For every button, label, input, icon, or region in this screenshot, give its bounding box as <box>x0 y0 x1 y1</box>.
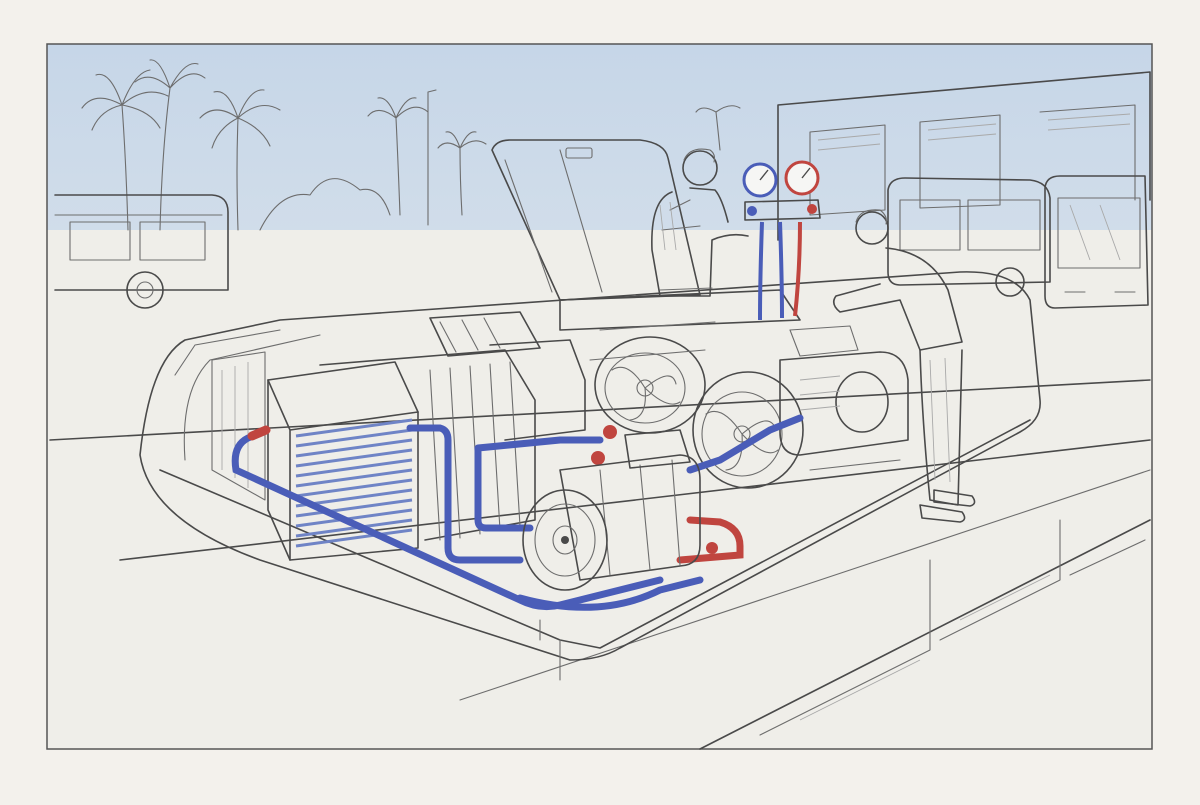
palm-trees <box>81 59 741 231</box>
condenser-coil <box>211 351 419 561</box>
bus-roof <box>49 379 1151 750</box>
street-lamp <box>427 89 437 226</box>
service-port <box>706 542 718 554</box>
technician-with-gauges <box>651 148 749 297</box>
coil-fins <box>295 418 413 548</box>
technician-leaning <box>832 209 976 523</box>
service-port <box>603 425 617 439</box>
blower-fans <box>589 321 804 489</box>
palm-tree-icon <box>437 131 487 216</box>
palm-tree-icon <box>199 89 281 231</box>
frame-border <box>46 43 1153 750</box>
compressor-icon <box>522 429 701 591</box>
open-hatch-lid <box>491 139 801 331</box>
blower-motor <box>779 325 909 471</box>
palm-tree-icon <box>134 59 206 231</box>
ac-unit-shell <box>139 271 1041 681</box>
fan-icon <box>692 371 804 489</box>
manifold-gauge-set <box>742 160 821 321</box>
bus-icon <box>54 194 229 309</box>
bus-icon <box>887 177 1051 297</box>
palm-tree-icon <box>367 97 429 216</box>
bus-icon <box>1044 175 1149 309</box>
gauge-icon <box>784 160 820 196</box>
ground <box>47 230 1152 749</box>
service-port <box>591 451 605 465</box>
gauge-icon <box>742 162 778 198</box>
palm-tree-icon <box>695 105 741 151</box>
refrigerant-lines <box>231 414 804 611</box>
bushes <box>259 178 391 231</box>
